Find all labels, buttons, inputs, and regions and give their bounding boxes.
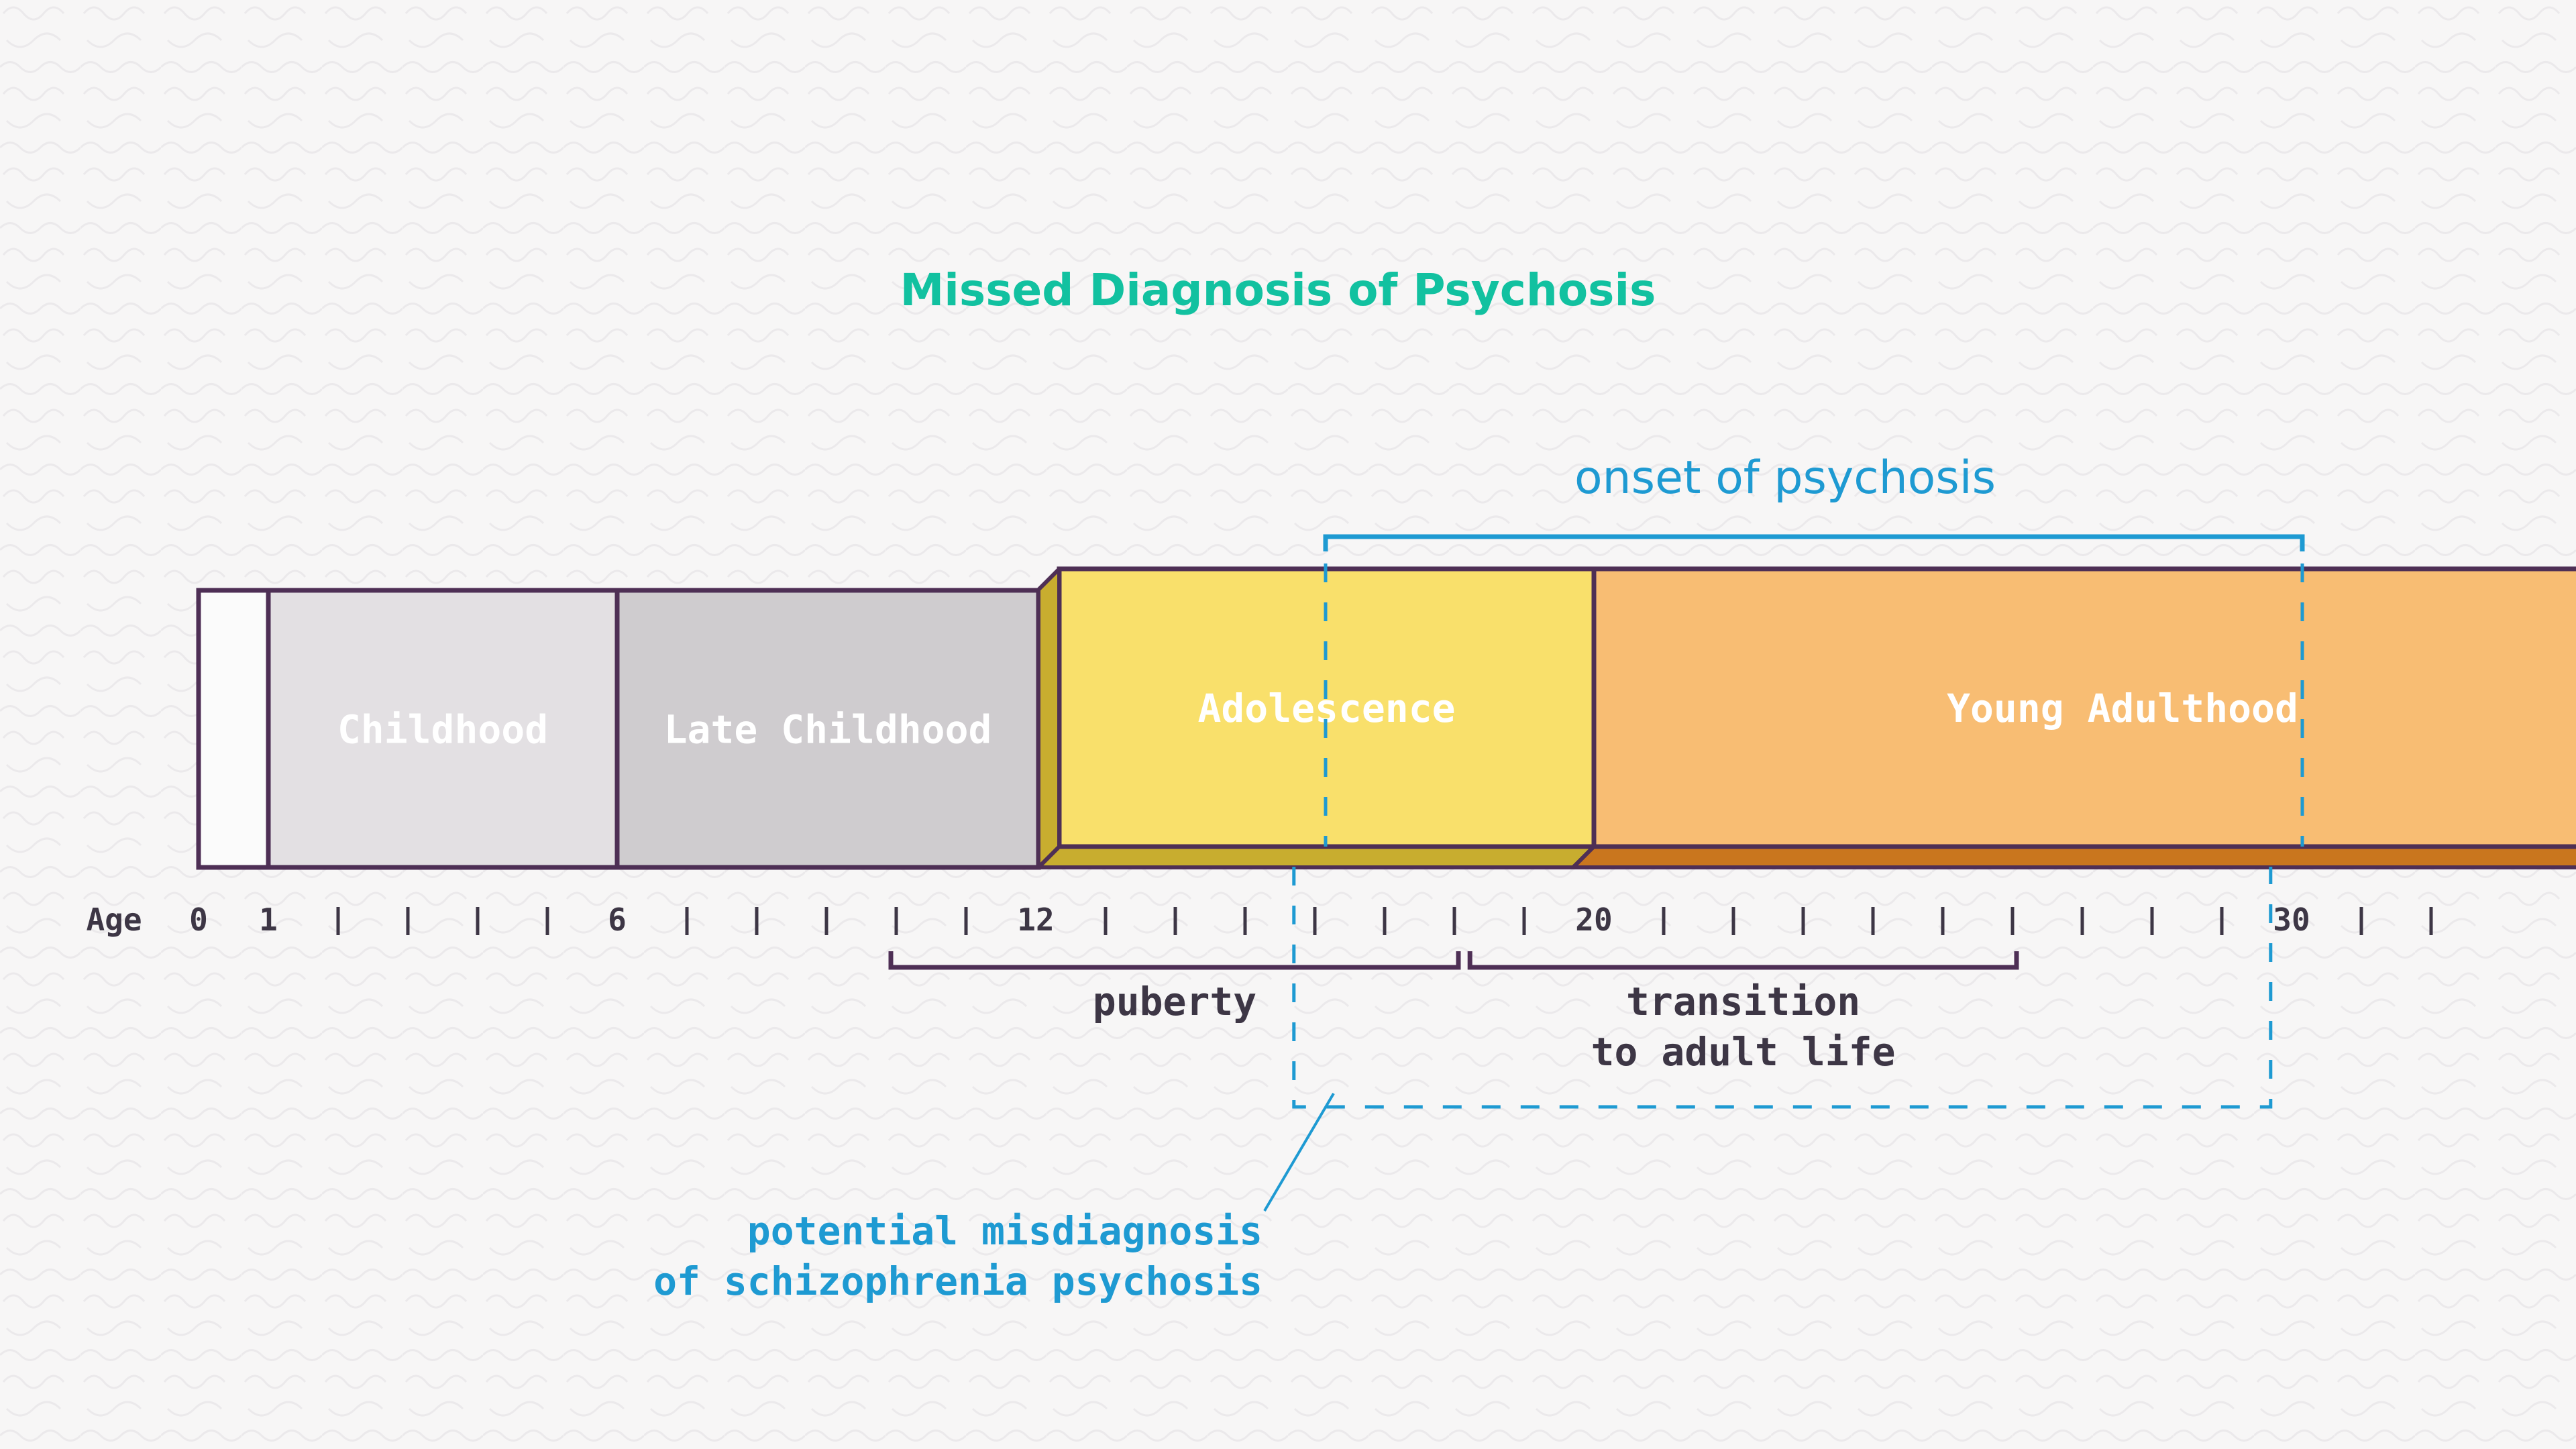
tick-label: 12 [1017,902,1054,938]
age-axis: Age 0 1 6 12 20 30 [86,902,2433,938]
diagram-title: Missed Diagnosis of Psychosis [900,264,1656,316]
tick-label: 0 [189,902,208,938]
misdiagnosis-annotation: potential misdiagnosis of schizophrenia … [653,1092,1335,1304]
age-ranges: puberty transition to adult life [888,951,2019,1075]
annotation-leader-line [1263,1092,1335,1212]
age-axis-label: Age [86,902,142,938]
onset-bracket-line [1323,534,2305,551]
annotation-line-1: potential misdiagnosis [747,1208,1263,1254]
range-bracket-0 [888,951,1461,970]
stage-3-bottom-face [1571,845,2576,869]
range-bracket-1 [1467,951,2019,970]
tick-label: 30 [2273,902,2310,938]
onset-bracket: onset of psychosis [1323,451,2305,551]
range-label-1-line-1: to adult life [1591,1029,1896,1075]
stage-2-bottom-face [1036,845,1596,869]
stage-0-block [266,588,620,870]
range-label-1-line-0: transition [1626,979,1860,1024]
tick-label: 20 [1575,902,1612,938]
tick-label: 1 [259,902,278,938]
misdiagnosis-dashed-box [1292,867,2273,1109]
annotation-line-2: of schizophrenia psychosis [653,1258,1263,1304]
onset-label: onset of psychosis [1574,451,1996,504]
stage-label: Young Adulthood [1947,686,2298,731]
infancy-block [196,588,271,870]
misdiagnosis-region [1292,867,2273,1109]
stage-3-block [1591,566,2576,849]
stage-label: Late Childhood [664,707,992,753]
adolescence-side-face [1036,567,1061,869]
tick-label: 6 [608,902,627,938]
stage-label: Childhood [337,707,548,753]
range-label-0-line-0: puberty [1093,979,1256,1024]
